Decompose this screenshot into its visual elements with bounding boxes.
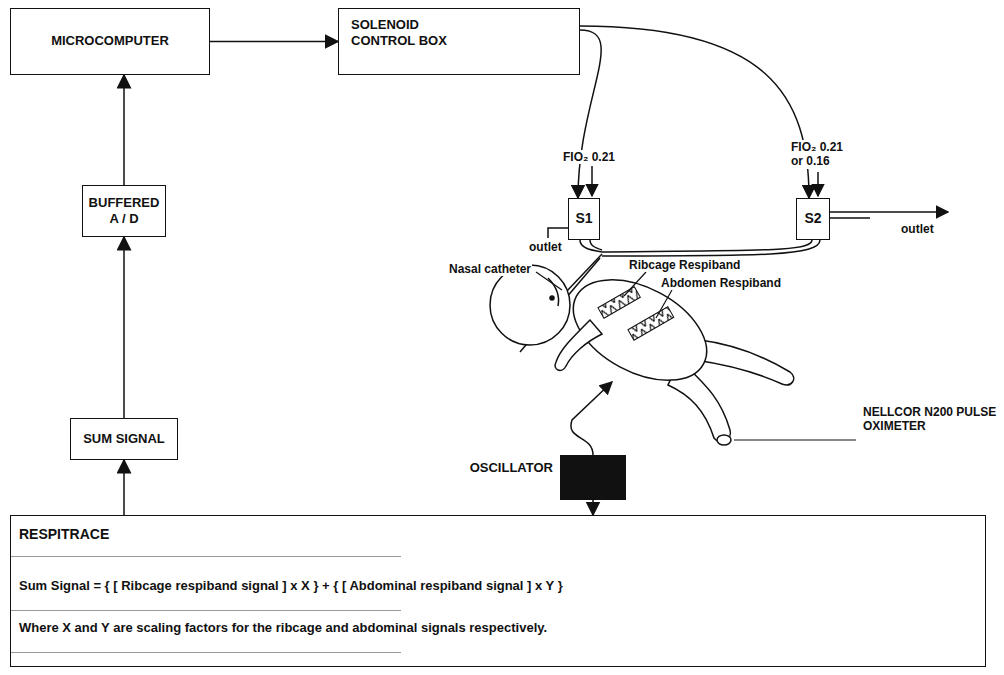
signal-connector: [592, 500, 594, 515]
row-rule: [11, 556, 401, 557]
annotation-label: NELLCOR N200 PULSE OXIMETER: [862, 405, 1004, 434]
node-title: S1: [575, 210, 592, 228]
row-rule: [11, 610, 401, 611]
node-title: OSCILLATOR: [470, 460, 553, 476]
signal-connector: [123, 237, 125, 418]
node-title: BUFFERED A / D: [89, 195, 160, 228]
node-text: Sum Signal = { [ Ribcage respiband signa…: [19, 578, 977, 594]
node-text: Where X and Y are scaling factors for th…: [19, 620, 977, 636]
signal-connector: [210, 41, 338, 43]
respitrace-panel: RESPITRACE Sum Signal = { [ Ribcage respi…: [10, 515, 986, 667]
node-title: MICROCOMPUTER: [51, 33, 169, 49]
process-box: BUFFERED A / D: [82, 185, 166, 237]
signal-connector: [123, 460, 125, 515]
node-title: SOLENOID CONTROL BOX: [351, 17, 471, 50]
node-title: S2: [804, 210, 821, 228]
respibands: [598, 287, 674, 340]
annotation-label: Abdomen Respiband: [660, 276, 782, 290]
annotation-label: Nasal catheter: [448, 262, 532, 276]
signal-connector: [580, 26, 809, 198]
sensor-wire: [571, 382, 612, 455]
control-box: SOLENOID CONTROL BOX: [338, 8, 580, 75]
annotation-label: Ribcage Respiband: [628, 258, 741, 272]
leader-lines: [536, 272, 856, 440]
annotation-label: outlet: [900, 222, 935, 236]
node-title: SUM SIGNAL: [83, 431, 165, 447]
annotation-label: FIO₂ 0.21 or 0.16: [790, 140, 852, 169]
annotation-label: outlet: [528, 240, 563, 254]
solenoid-valve: S1: [568, 198, 600, 240]
process-box: MICROCOMPUTER: [10, 8, 210, 75]
node-title: RESPITRACE: [19, 526, 977, 544]
oscillator-block: OSCILLATOR: [560, 455, 626, 500]
process-box: SUM SIGNAL: [70, 418, 178, 460]
row-rule: [11, 652, 401, 653]
signal-connector: [578, 30, 601, 198]
signal-connector: [123, 75, 125, 185]
infant-figure: [490, 259, 794, 445]
solenoid-valve: S2: [796, 198, 830, 240]
annotation-label: FIO₂ 0.21: [562, 150, 616, 164]
